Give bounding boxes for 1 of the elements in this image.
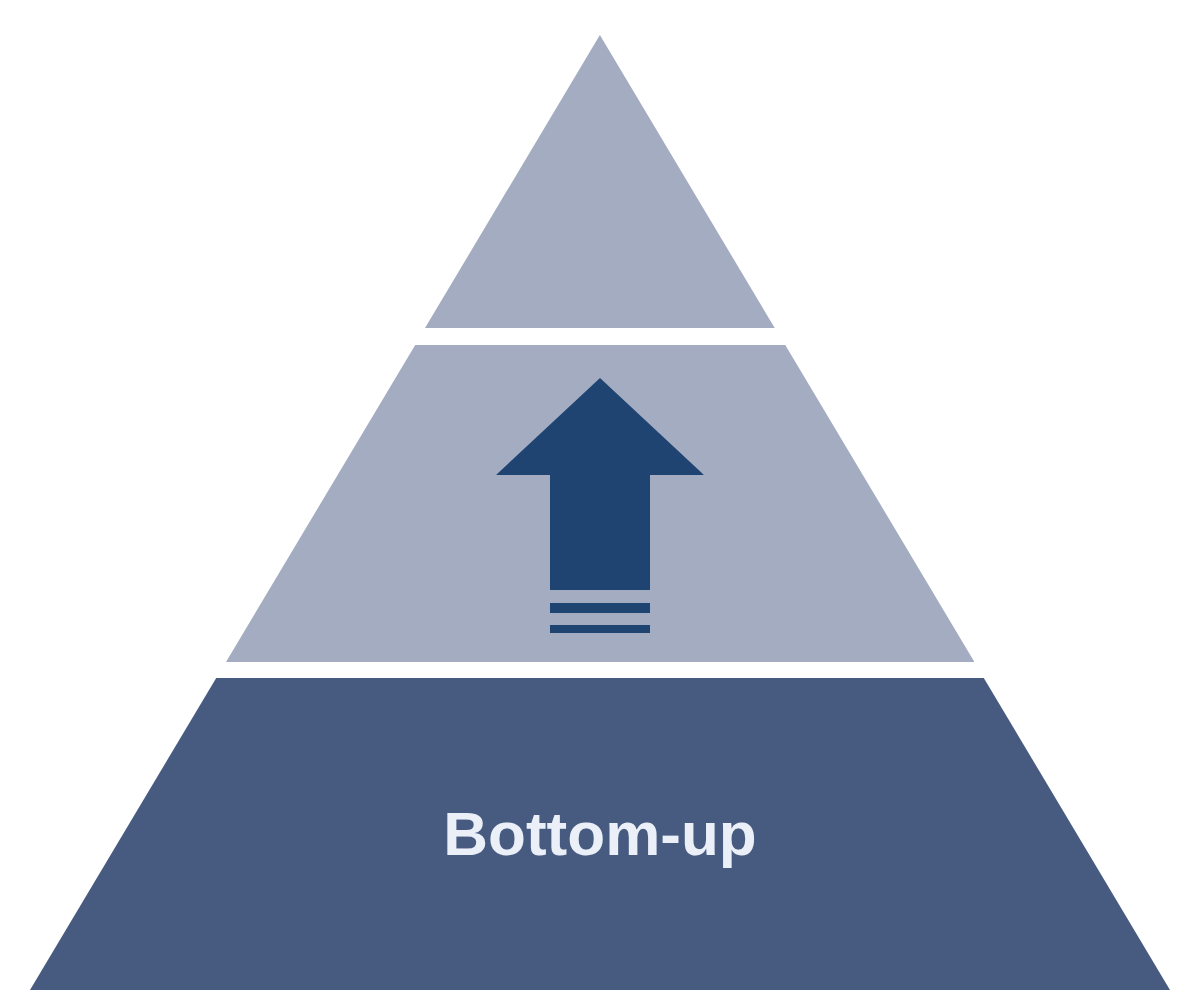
tier-label: Bottom-up: [443, 799, 757, 869]
